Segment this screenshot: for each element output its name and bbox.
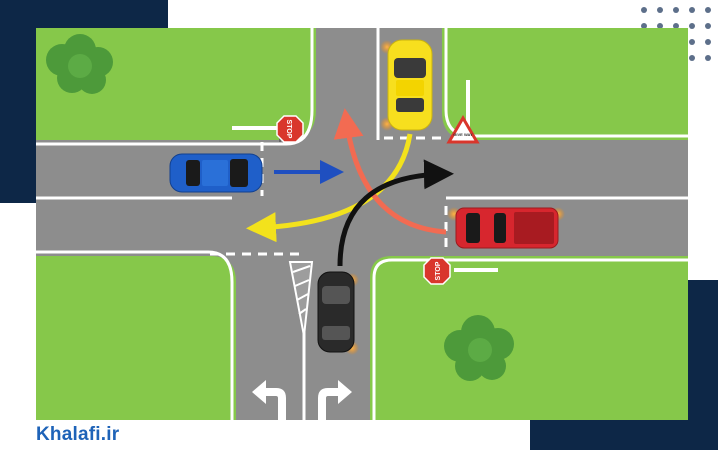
yellow-car-icon [380, 39, 433, 131]
intersection-diagram: STOP STOP GIVE WAY [36, 28, 688, 420]
dashed-stop-lines [210, 136, 448, 256]
stop-sign-icon: STOP [423, 257, 451, 285]
brand-logo-text: Khalafi.ir [36, 424, 120, 445]
turn-left-arrow-icon [252, 380, 286, 420]
bush-top-left [46, 34, 113, 94]
red-pickup-icon [447, 207, 565, 249]
stop-lines [232, 80, 498, 272]
road-surface [36, 28, 688, 420]
stop-sign-icon: STOP [276, 115, 304, 143]
frame-corner-top-left [0, 0, 168, 28]
yield-sign-icon: GIVE WAY [446, 115, 480, 144]
blue-car-icon [169, 153, 263, 193]
turn-right-arrow-icon [318, 380, 352, 420]
hatched-island [288, 261, 314, 337]
stop-sign-label: STOP [435, 261, 442, 280]
frame-strip-left [0, 28, 36, 203]
frame-corner-bottom-right [530, 420, 718, 450]
red-path-arrow [333, 108, 447, 235]
black-car-icon [317, 271, 359, 355]
stop-sign-label: STOP [285, 120, 292, 139]
frame-strip-right [688, 280, 718, 450]
bush-bottom-right [444, 315, 514, 381]
black-path-arrow [337, 159, 454, 267]
yield-sign-label: GIVE WAY [453, 132, 473, 137]
